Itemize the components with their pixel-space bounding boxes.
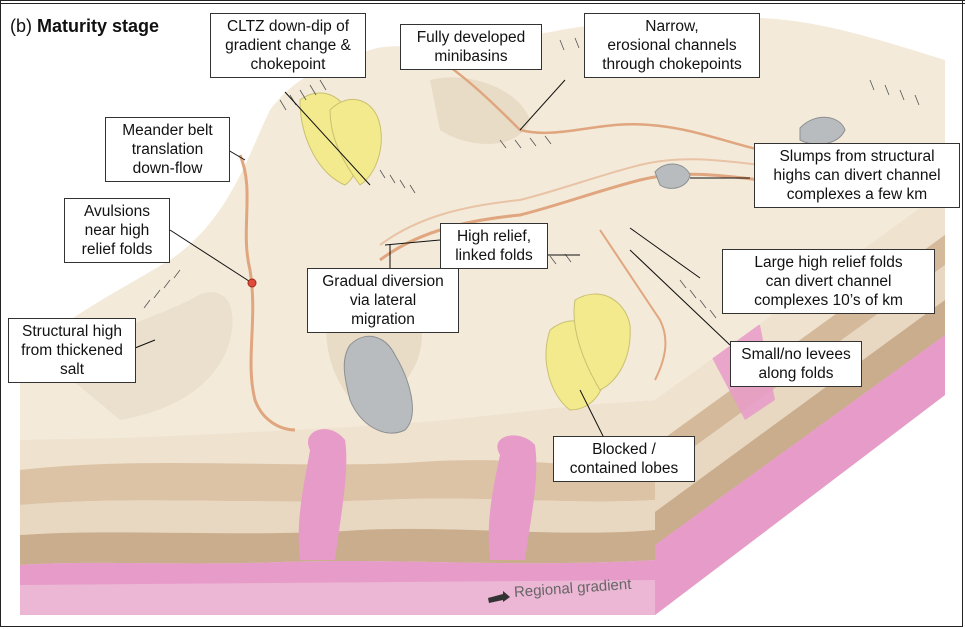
label-line: through chokepoints [591,55,753,74]
label-line: Structural high [15,322,129,341]
label-line: Gradual diversion [314,272,452,291]
label-levees: Small/no levees along folds [730,341,862,387]
label-line: Fully developed [407,28,535,47]
label-line: Avulsions [71,202,163,221]
label-channels: Narrow, erosional channels through choke… [584,13,760,78]
label-minibasins: Fully developed minibasins [400,24,542,70]
figure-title: (b) Maturity stage [10,16,159,37]
label-cltz: CLTZ down-dip of gradient change & choke… [210,13,366,78]
label-line: linked folds [447,246,541,265]
label-large-folds: Large high relief folds can divert chann… [722,249,935,314]
label-meander: Meander belt translation down-flow [105,117,230,182]
label-blocked: Blocked / contained lobes [553,436,695,482]
label-line: down-flow [112,159,223,178]
label-line: can divert channel [729,272,928,291]
label-avulsions: Avulsions near high relief folds [64,198,170,263]
label-line: highs can divert channel [761,166,953,185]
label-line: gradient change & [217,36,359,55]
panel-label: (b) [10,16,32,36]
label-line: Meander belt [112,121,223,140]
label-line: complexes 10’s of km [729,291,928,310]
label-line: complexes a few km [761,185,953,204]
stage-title: Maturity stage [37,16,159,36]
avulsion-marker [248,279,256,287]
label-line: erosional channels [591,36,753,55]
label-gradual: Gradual diversion via lateral migration [307,268,459,333]
label-line: High relief, [447,227,541,246]
label-line: Small/no levees [737,345,855,364]
label-line: CLTZ down-dip of [217,17,359,36]
label-line: minibasins [407,47,535,66]
label-slumps: Slumps from structural highs can divert … [754,143,960,208]
label-line: contained lobes [560,459,688,478]
label-line: from thickened [15,341,129,360]
label-line: near high [71,221,163,240]
label-line: along folds [737,364,855,383]
label-line: relief folds [71,240,163,259]
label-line: via lateral [314,291,452,310]
label-line: Narrow, [591,17,753,36]
label-structural: Structural high from thickened salt [8,318,136,383]
label-line: Large high relief folds [729,253,928,272]
label-line: migration [314,310,452,329]
label-line: salt [15,360,129,379]
label-line: chokepoint [217,55,359,74]
label-line: Slumps from structural [761,147,953,166]
label-line: translation [112,140,223,159]
label-high-relief: High relief, linked folds [440,223,548,269]
label-line: Blocked / [560,440,688,459]
